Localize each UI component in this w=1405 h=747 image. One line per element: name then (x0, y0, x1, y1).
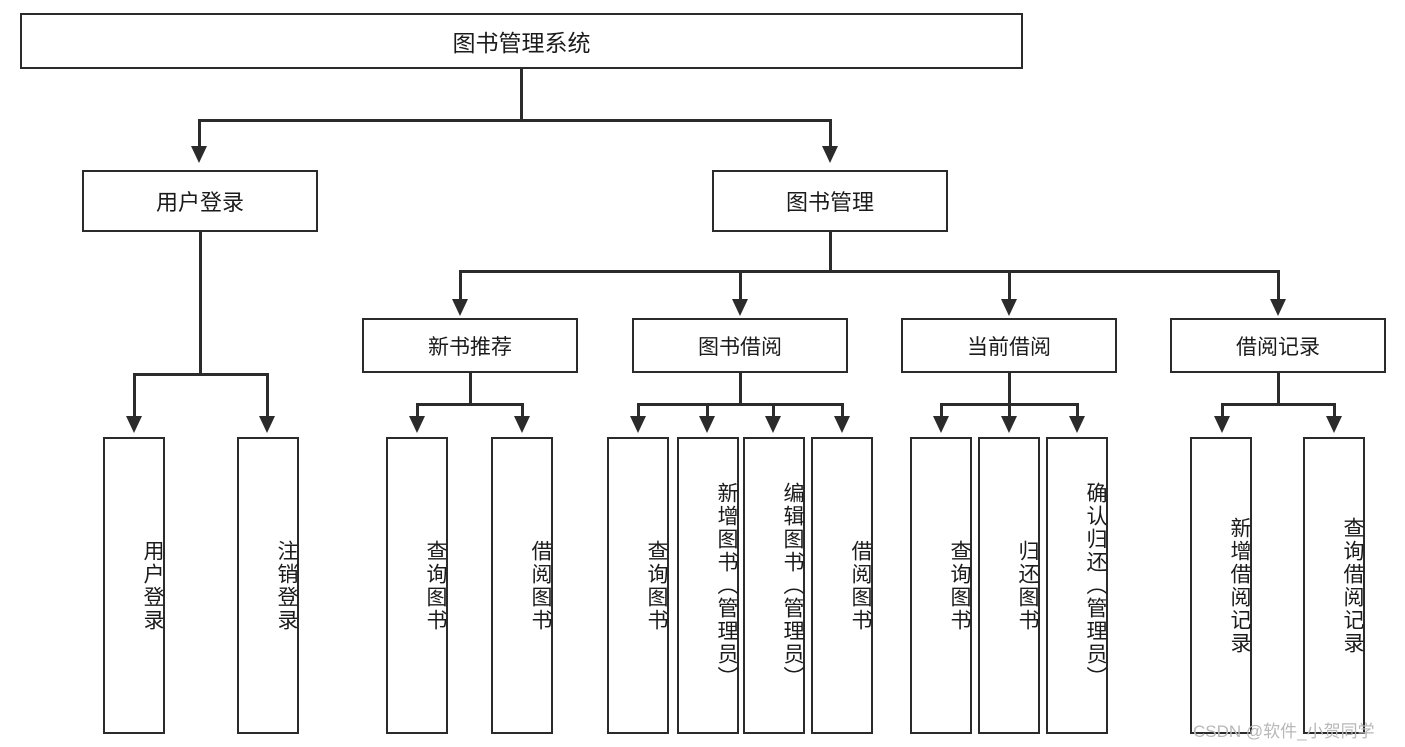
arrowhead-user-login (191, 146, 207, 163)
arrowhead-book-management (822, 146, 838, 163)
node-label: 当前借阅 (967, 335, 1051, 359)
node-label: 查询图书 (948, 539, 971, 632)
arrowhead-leaf-query-book-2 (630, 416, 646, 433)
node-leaf-query-record[interactable]: 查询借阅记录 (1303, 437, 1365, 734)
node-label: 借阅图书 (849, 539, 872, 632)
connector-drop-user-login (198, 119, 201, 149)
arrowhead-leaf-add-record (1214, 416, 1230, 433)
connector-drop-leaf-query-book-2 (637, 403, 640, 419)
connector-drop-leaf-user-login (133, 373, 136, 419)
connector-drop-borrow-record (1277, 270, 1280, 302)
connector-drop-leaf-logout (266, 373, 269, 419)
connector-drop-leaf-add-record (1221, 403, 1224, 419)
node-label: 新增借阅记录 (1228, 516, 1251, 655)
arrowhead-leaf-user-login (126, 416, 142, 433)
connector-drop-current-borrow (1008, 270, 1011, 302)
connector-drop-new-book-recommend (459, 270, 462, 302)
connector-drop-book-borrow (739, 270, 742, 302)
node-label: 用户登录 (141, 539, 164, 632)
connector-drop-leaf-add-book (706, 403, 709, 419)
connector-drop-leaf-query-book-3 (940, 403, 943, 419)
arrowhead-leaf-logout (259, 416, 275, 433)
node-label: 图书借阅 (698, 335, 782, 359)
node-label: 注销登录 (275, 539, 298, 632)
node-label: 图书管理系统 (452, 30, 591, 56)
node-leaf-borrow-book-2[interactable]: 借阅图书 (811, 437, 873, 734)
connector-book-management-stem (829, 232, 832, 270)
node-label: 查询图书 (645, 539, 668, 632)
connector-new-book-recommend-stem (469, 373, 472, 403)
arrowhead-leaf-return-book (1001, 416, 1017, 433)
node-label: 新增图书（管理员） (715, 482, 738, 689)
node-label: 新书推荐 (428, 335, 512, 359)
arrowhead-borrow-record (1270, 299, 1286, 316)
arrowhead-book-borrow (732, 299, 748, 316)
node-label: 查询借阅记录 (1341, 516, 1364, 655)
node-label: 借阅记录 (1236, 335, 1320, 359)
node-leaf-query-book-3[interactable]: 查询图书 (910, 437, 972, 734)
node-current-borrow[interactable]: 当前借阅 (901, 318, 1117, 373)
arrowhead-new-book-recommend (452, 299, 468, 316)
node-label: 编辑图书（管理员） (781, 482, 804, 689)
arrowhead-leaf-borrow-book-1 (514, 416, 530, 433)
connector-level3-bus (459, 270, 1279, 273)
node-leaf-add-book[interactable]: 新增图书（管理员） (677, 437, 739, 734)
connector-current-borrow-stem (1008, 373, 1011, 403)
watermark-label: CSDN @软件_小贺同学 (1193, 722, 1375, 741)
node-borrow-record[interactable]: 借阅记录 (1170, 318, 1386, 373)
node-leaf-user-login[interactable]: 用户登录 (103, 437, 165, 734)
node-label: 确认归还（管理员） (1084, 482, 1107, 689)
node-label: 借阅图书 (529, 539, 552, 632)
connector-drop-leaf-query-record (1333, 403, 1336, 419)
connector-drop-leaf-return-book (1008, 403, 1011, 419)
node-leaf-confirm-return[interactable]: 确认归还（管理员） (1046, 437, 1108, 734)
arrowhead-leaf-borrow-book-2 (834, 416, 850, 433)
node-leaf-return-book[interactable]: 归还图书 (978, 437, 1040, 734)
node-user-login[interactable]: 用户登录 (82, 170, 318, 232)
arrowhead-leaf-add-book (699, 416, 715, 433)
connector-user-login-stem (199, 232, 202, 373)
arrowhead-leaf-query-book-1 (409, 416, 425, 433)
connector-drop-leaf-query-book-1 (416, 403, 419, 419)
node-label: 查询图书 (424, 539, 447, 632)
node-leaf-query-book-1[interactable]: 查询图书 (386, 437, 448, 734)
connector-root-stem (520, 69, 523, 119)
connector-drop-leaf-borrow-book-2 (841, 403, 844, 419)
connector-drop-leaf-edit-book (772, 403, 775, 419)
node-leaf-logout[interactable]: 注销登录 (237, 437, 299, 734)
connector-book-borrow-bus (637, 403, 843, 406)
node-leaf-query-book-2[interactable]: 查询图书 (607, 437, 669, 734)
connector-drop-book-management (829, 119, 832, 149)
node-root-book-management-system[interactable]: 图书管理系统 (20, 13, 1023, 69)
connector-borrow-record-bus (1221, 403, 1335, 406)
arrowhead-leaf-query-record (1326, 416, 1342, 433)
arrowhead-leaf-confirm-return (1069, 416, 1085, 433)
node-book-borrow[interactable]: 图书借阅 (632, 318, 848, 373)
arrowhead-leaf-edit-book (765, 416, 781, 433)
node-leaf-borrow-book-1[interactable]: 借阅图书 (491, 437, 553, 734)
connector-user-login-bus (133, 373, 268, 376)
node-new-book-recommend[interactable]: 新书推荐 (362, 318, 578, 373)
connector-book-borrow-stem (739, 373, 742, 403)
connector-drop-leaf-borrow-book-1 (521, 403, 524, 419)
connector-borrow-record-stem (1277, 373, 1280, 403)
node-label: 归还图书 (1016, 539, 1039, 632)
connector-new-book-recommend-bus (416, 403, 523, 406)
node-leaf-edit-book[interactable]: 编辑图书（管理员） (743, 437, 805, 734)
node-book-management[interactable]: 图书管理 (712, 170, 948, 232)
connector-drop-leaf-confirm-return (1076, 403, 1079, 419)
node-label: 图书管理 (785, 190, 874, 215)
node-leaf-add-record[interactable]: 新增借阅记录 (1190, 437, 1252, 734)
arrowhead-leaf-query-book-3 (933, 416, 949, 433)
arrowhead-current-borrow (1001, 299, 1017, 316)
connector-level2-bus (198, 119, 832, 122)
node-label: 用户登录 (155, 190, 244, 215)
